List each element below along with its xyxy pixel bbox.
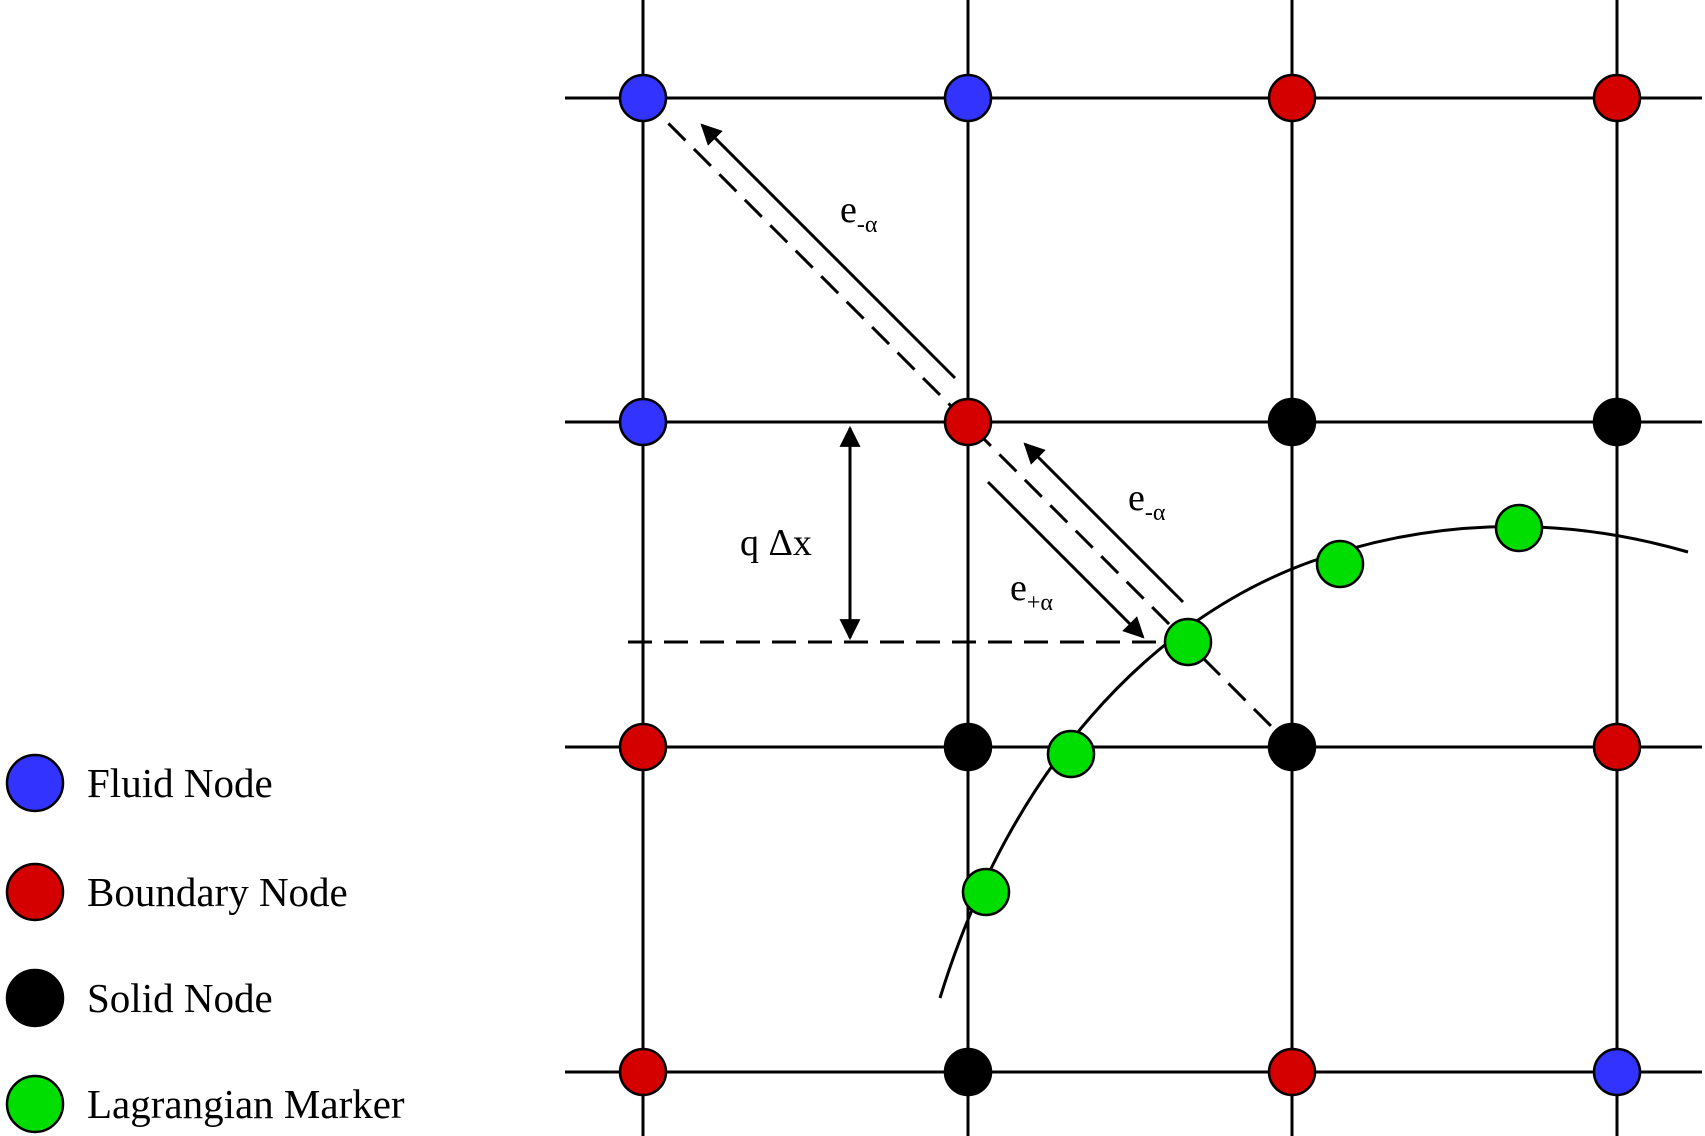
lagrangian-marker (1494, 503, 1544, 553)
boundary-node (618, 1047, 668, 1097)
boundary-node (943, 397, 993, 447)
boundary-node (1592, 73, 1642, 123)
boundary-node (1592, 722, 1642, 772)
boundary-node (1267, 1047, 1317, 1097)
fluid-node (943, 73, 993, 123)
legend-label-boundary: Boundary Node (87, 869, 348, 915)
lagrangian-marker (1046, 729, 1096, 779)
label-e-minus-upper: e-α (840, 189, 878, 238)
boundary-node (1267, 73, 1317, 123)
solid-node (943, 1047, 993, 1097)
immersed-boundary-curve (938, 525, 1689, 999)
lagrangian-marker (1315, 539, 1365, 589)
arrow-e-minus-lower (1023, 442, 1185, 604)
solid-node (1267, 397, 1317, 447)
solid-node (1267, 722, 1317, 772)
legend-swatch-solid (5, 968, 65, 1028)
lagrangian-marker (1163, 617, 1213, 667)
lattice-grid (565, 0, 1702, 1136)
lagrangian-markers (961, 503, 1544, 917)
legend-label-fluid: Fluid Node (87, 760, 273, 806)
legend-label-marker: Lagrangian Marker (87, 1081, 405, 1127)
lattice-nodes (618, 73, 1642, 1097)
legend-swatch-marker (5, 1074, 65, 1134)
velocity-vectors (700, 123, 1185, 641)
boundary-node (618, 722, 668, 772)
label-e-plus: e+α (1010, 567, 1053, 616)
arrow-e-plus (986, 480, 1145, 639)
fluid-node (618, 397, 668, 447)
lagrangian-marker (961, 867, 1011, 917)
legend-swatch-fluid (5, 753, 65, 813)
arrow-e-minus-upper (700, 123, 957, 380)
fluid-node (1592, 1047, 1642, 1097)
solid-node (943, 722, 993, 772)
fluid-node (618, 73, 668, 123)
label-q-dx: q Δx (740, 522, 812, 564)
legend-label-solid: Solid Node (87, 975, 273, 1021)
legend-swatch-boundary (5, 862, 65, 922)
label-e-minus-lower: e-α (1128, 477, 1166, 526)
legend: Fluid Node Boundary Node Solid Node Lagr… (5, 753, 405, 1134)
solid-node (1592, 397, 1642, 447)
